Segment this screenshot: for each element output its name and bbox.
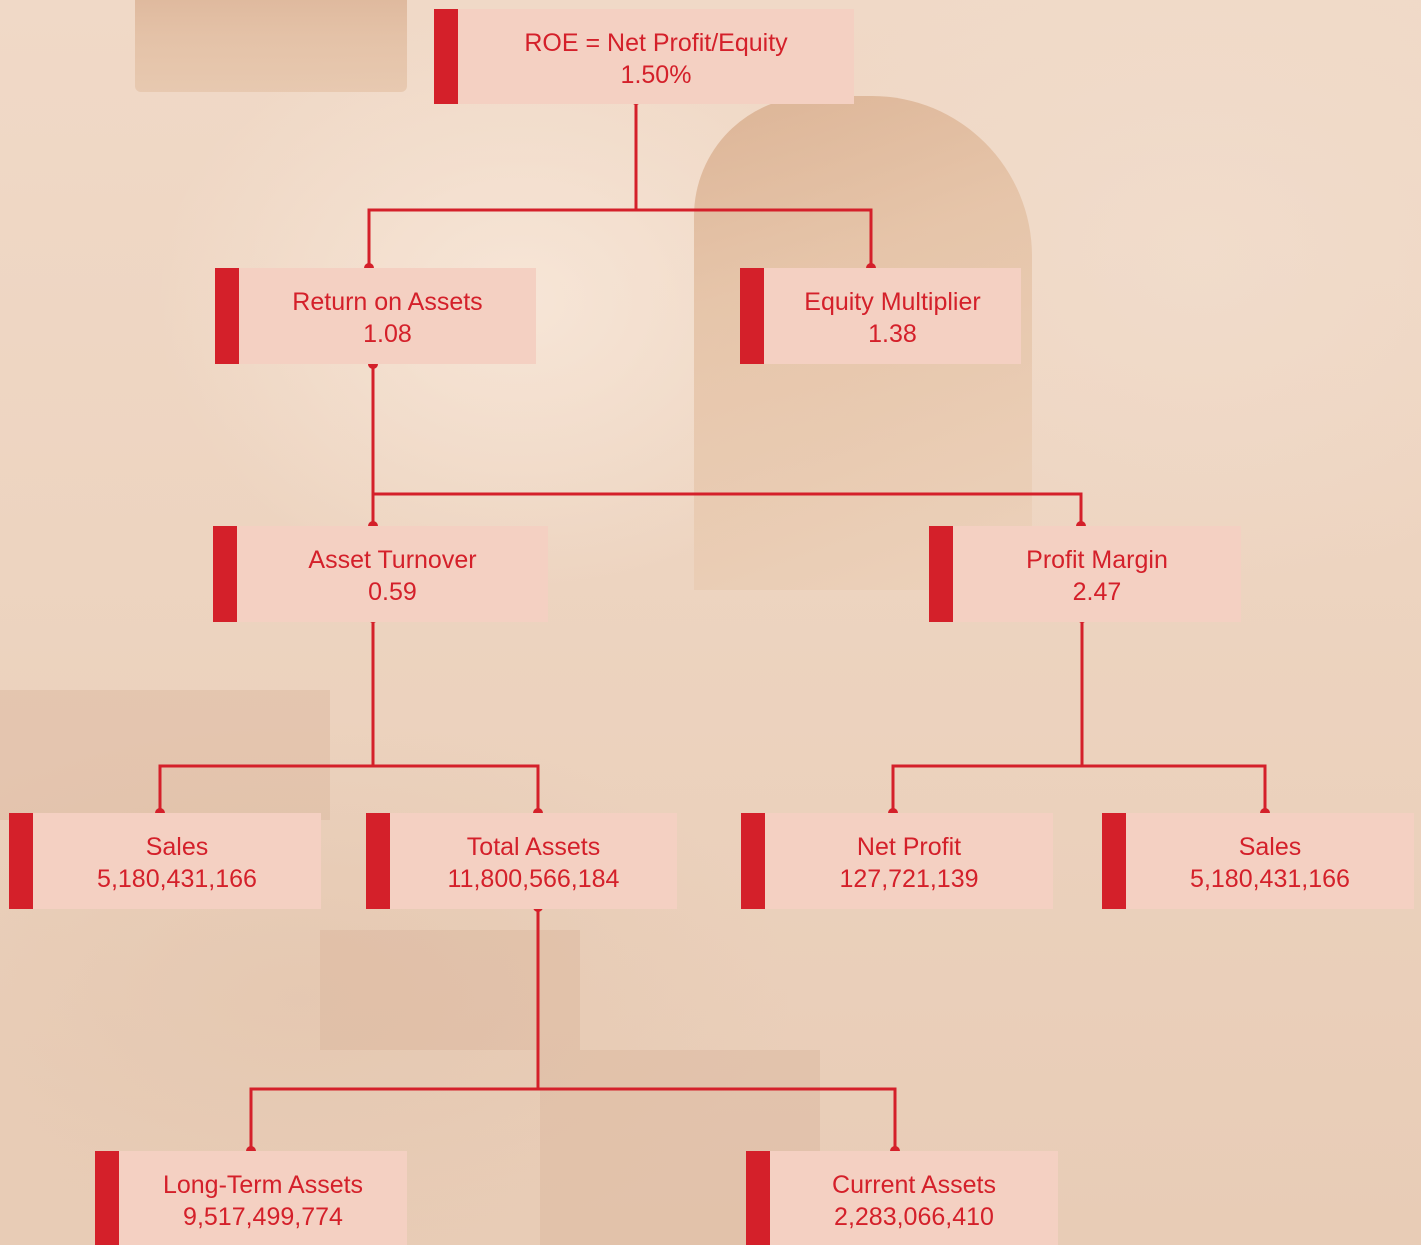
node-return-on-assets: Return on Assets 1.08	[215, 268, 536, 364]
node-label: Sales	[1238, 833, 1302, 861]
node-sales-left: Sales 5,180,431,166	[9, 813, 321, 909]
node-accent-bar	[213, 526, 237, 622]
node-label: Total Assets	[466, 833, 601, 861]
node-value: 5,180,431,166	[97, 865, 257, 893]
node-value: 2,283,066,410	[834, 1203, 994, 1231]
node-long-term-assets: Long-Term Assets 9,517,499,774	[95, 1151, 407, 1245]
node-current-assets: Current Assets 2,283,066,410	[746, 1151, 1058, 1245]
connector-roa-children	[371, 492, 1083, 526]
node-label: Net Profit	[856, 833, 962, 861]
node-profit-margin: Profit Margin 2.47	[929, 526, 1241, 622]
node-label: Long-Term Assets	[162, 1171, 364, 1199]
connector-profit-margin-children	[891, 764, 1267, 813]
node-label: Profit Margin	[1026, 546, 1168, 574]
node-value: 9,517,499,774	[183, 1203, 343, 1231]
node-total-assets: Total Assets 11,800,566,184	[366, 813, 677, 909]
node-equity-multiplier: Equity Multiplier 1.38	[740, 268, 1021, 364]
node-accent-bar	[434, 9, 458, 104]
node-roe: ROE = Net Profit/Equity 1.50%	[434, 9, 854, 104]
connector-roe-children	[367, 208, 873, 268]
node-accent-bar	[366, 813, 390, 909]
node-label: ROE = Net Profit/Equity	[524, 29, 788, 57]
node-label: Return on Assets	[292, 288, 483, 316]
node-value: 0.59	[368, 578, 417, 606]
node-value: 127,721,139	[839, 865, 979, 893]
node-value: 1.38	[868, 320, 917, 348]
node-value: 1.50%	[620, 61, 692, 89]
node-accent-bar	[929, 526, 953, 622]
connector-asset-turnover-children	[158, 764, 540, 813]
node-label: Asset Turnover	[308, 546, 477, 574]
node-accent-bar	[740, 268, 764, 364]
node-value: 1.08	[363, 320, 412, 348]
node-accent-bar	[746, 1151, 770, 1245]
connector-total-assets-children	[249, 1087, 897, 1151]
background-window-left	[135, 0, 407, 92]
node-accent-bar	[215, 268, 239, 364]
node-value: 2.47	[1072, 578, 1122, 606]
node-accent-bar	[9, 813, 33, 909]
node-value: 11,800,566,184	[447, 865, 620, 893]
node-value: 5,180,431,166	[1190, 865, 1350, 893]
node-label: Sales	[145, 833, 209, 861]
node-label: Current Assets	[832, 1171, 996, 1199]
background-step	[0, 690, 330, 820]
node-accent-bar	[1102, 813, 1126, 909]
node-net-profit: Net Profit 127,721,139	[741, 813, 1053, 909]
node-asset-turnover: Asset Turnover 0.59	[213, 526, 548, 622]
node-sales-right: Sales 5,180,431,166	[1102, 813, 1414, 909]
node-accent-bar	[741, 813, 765, 909]
node-accent-bar	[95, 1151, 119, 1245]
node-label: Equity Multiplier	[804, 288, 981, 316]
